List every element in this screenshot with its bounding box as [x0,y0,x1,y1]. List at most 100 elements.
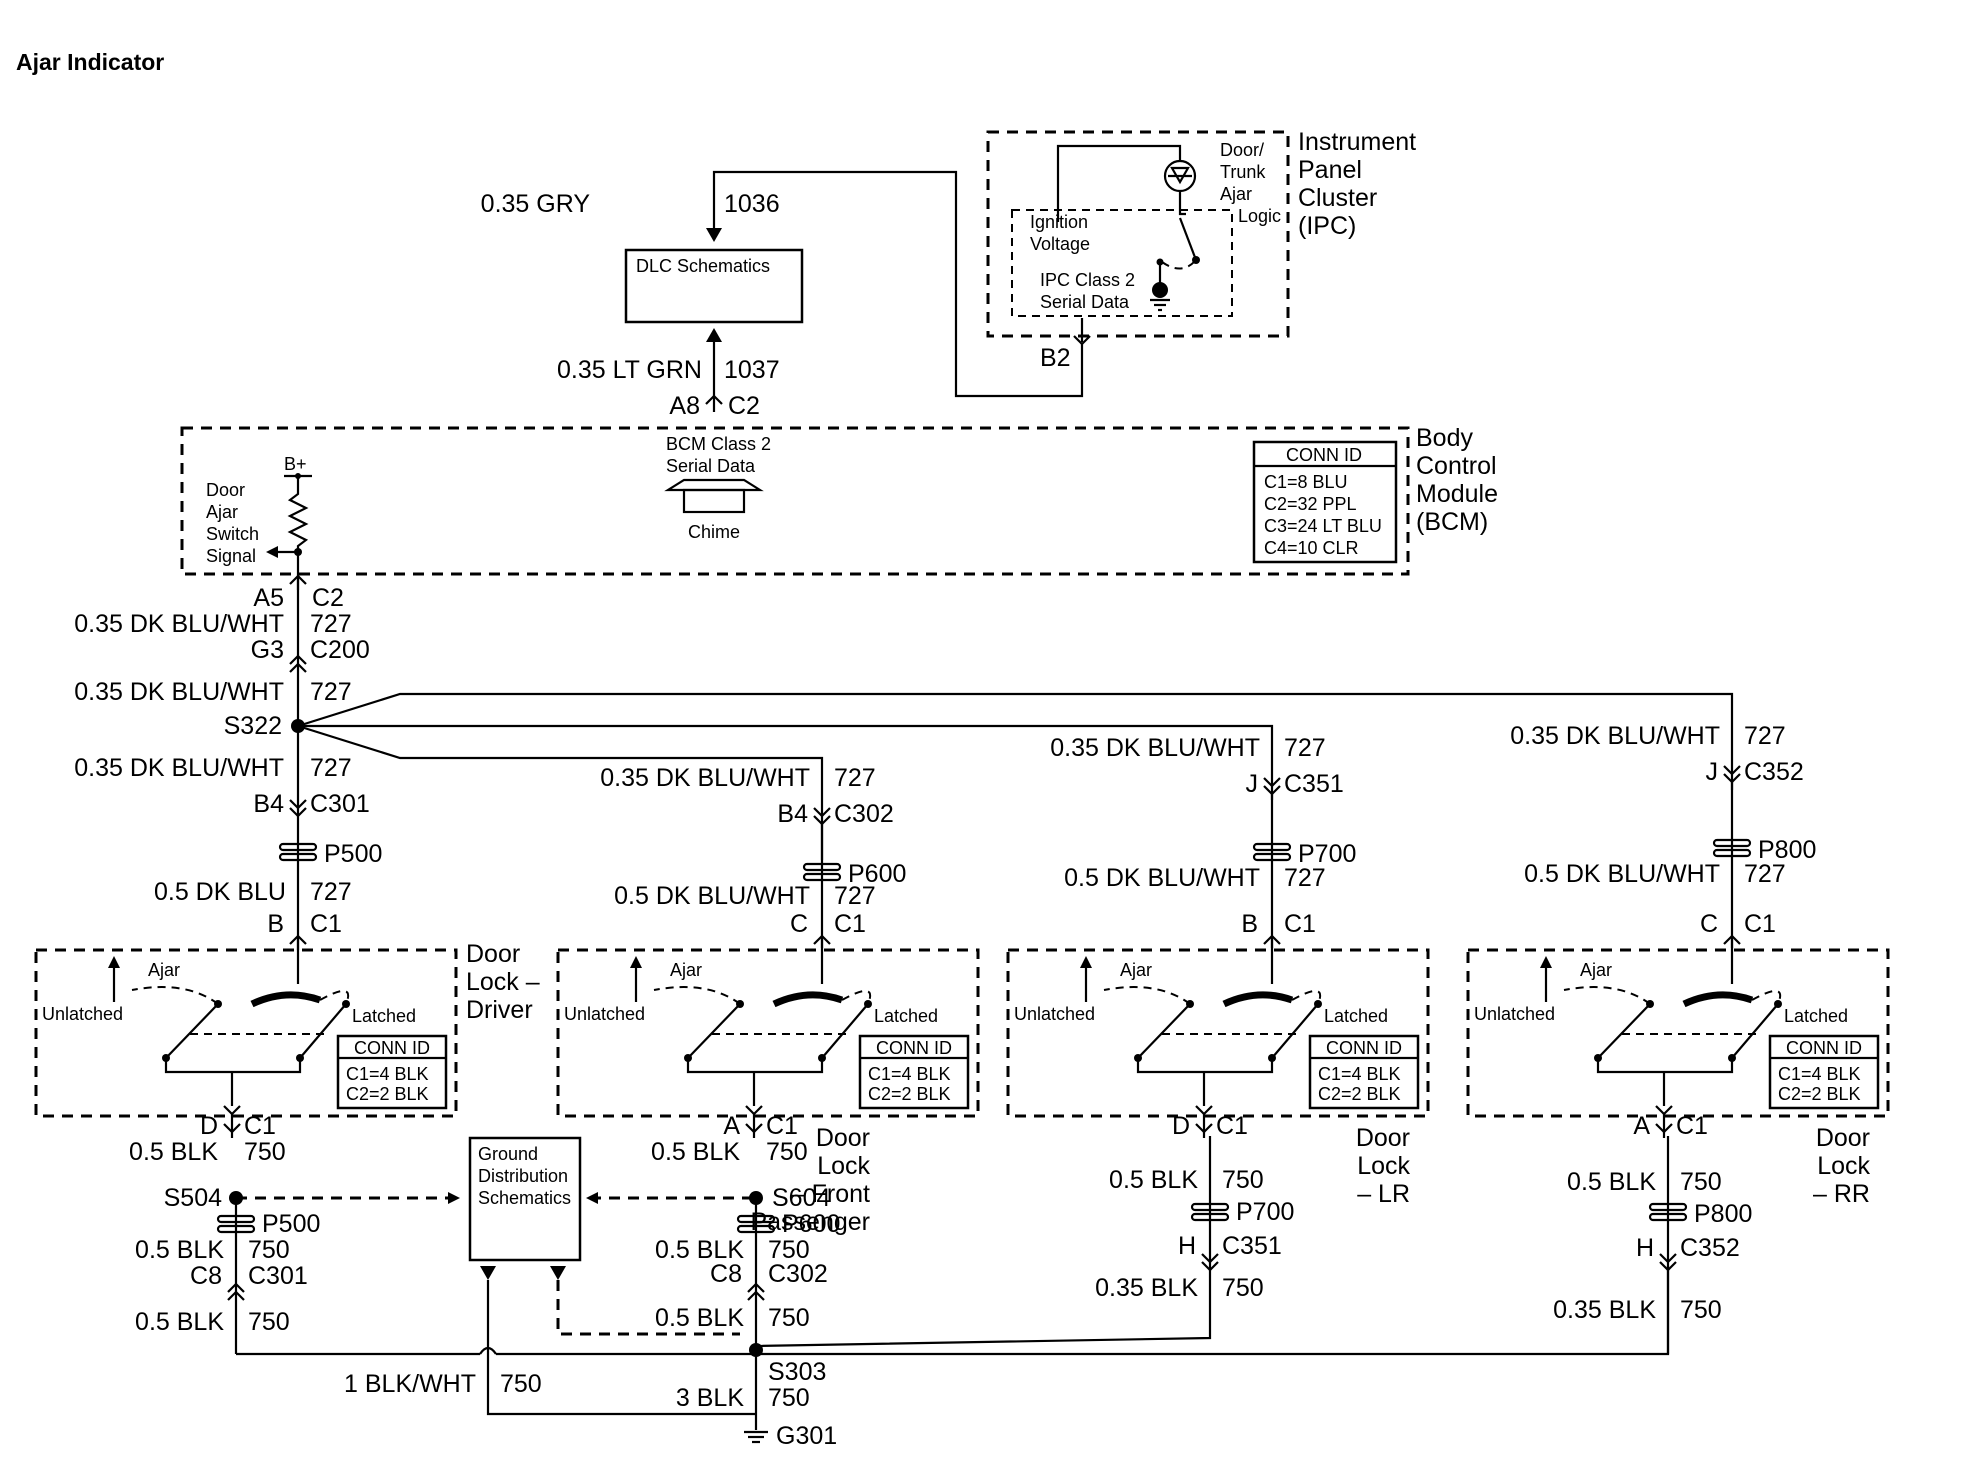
pin-in: B [267,910,284,938]
door-conn-id-row: C1=4 BLK [868,1064,951,1084]
connector-c352-icon [1659,1253,1677,1272]
conn-out: C1 [766,1112,798,1140]
svg-text:Ajar: Ajar [1220,184,1252,204]
door-conn-id-table [858,1034,970,1110]
door-conn-id-title: CONN ID [1786,1038,1862,1058]
door-lock-module-name: Driver [466,996,533,1024]
passthrough-icon [1712,848,1752,858]
svg-text:BCM Class 2: BCM Class 2 [666,434,771,454]
circuit-label: 750 [248,1308,290,1336]
door-ajar-pullup-resistor [287,476,309,590]
arrow-up-icon [1540,956,1552,968]
bcm-pin-a8: A8 [669,392,700,420]
ground-distribution-label: Ground Distribution Schematics [478,1144,571,1208]
pin-out: A [1633,1112,1650,1140]
connector-c200-icon [289,654,307,673]
conn-c200: C200 [310,636,370,664]
chime-label: Chime [688,522,740,542]
circuit-label: 750 [1222,1274,1264,1302]
pin-c8: C8 [190,1262,222,1290]
splice-s303-label: S303 [768,1358,826,1386]
circuit-label: 750 [248,1236,290,1264]
svg-text:(IPC): (IPC) [1298,212,1356,240]
svg-text:(BCM): (BCM) [1416,508,1488,536]
connector-c302-icon [747,1282,765,1301]
g301-label: G301 [776,1422,837,1450]
door-switch-lever [1597,1003,1651,1059]
latch-contact [1222,991,1294,1008]
svg-text:Instrument: Instrument [1298,128,1416,156]
wire-727-gauge: 0.35 DK BLU/WHT [1510,722,1720,750]
latch-contact [772,991,844,1008]
circuit-label: 750 [1222,1166,1264,1194]
wire-727-circuit: 727 [1284,734,1326,762]
latched-label: Latched [1324,1006,1388,1026]
blkwht-gauge: 1 BLK/WHT [344,1370,476,1398]
circuit-label: 750 [1680,1168,1722,1196]
bcm-conn-id-table [1252,440,1398,564]
arrow-down-icon [550,1266,566,1280]
svg-text:Serial Data: Serial Data [1040,292,1130,312]
door-conn-id-row: C1=4 BLK [1318,1064,1401,1084]
pin-g3: G3 [251,636,284,664]
bcm-conn-id-row: C4=10 CLR [1264,538,1359,558]
svg-text:Signal: Signal [206,546,256,566]
conn-top: C302 [834,800,894,828]
arrow-up-icon [706,328,722,342]
door-switch-lever [821,1003,869,1059]
chime-icon [664,478,764,514]
wire-1-blkwht [486,1280,756,1416]
pin-out: D [1172,1112,1190,1140]
gauge-label: 0.5 BLK [1109,1166,1198,1194]
door-switch-lever [1137,1003,1191,1059]
door-conn-id-row: C1=4 BLK [1778,1064,1861,1084]
door-ajar-switch-label: Door Ajar Switch Signal [206,480,259,566]
door-lock-module-name: Lock [1357,1152,1410,1180]
wire-727-gauge: 0.35 DK BLU/WHT [1050,734,1260,762]
ipc-inner-boundary [1011,209,1233,317]
wire-727-gauge: 0.5 DK BLU/WHT [1064,864,1260,892]
latched-label: Latched [352,1006,416,1026]
passthrough-icon [802,862,842,872]
door-conn-id-title: CONN ID [354,1038,430,1058]
pin-top: J [1706,758,1719,786]
p500-label: P500 [262,1210,320,1238]
passthrough-label: P600 [848,860,906,888]
connector-c301-icon [289,799,307,818]
gauge-label: 0.5 BLK [655,1236,744,1264]
svg-text:Logic: Logic [1238,206,1281,226]
passthrough-icon [802,872,842,882]
wire-727-circuit: 727 [310,878,352,906]
conn-c351-label: C351 [1222,1232,1282,1260]
svg-text:Switch: Switch [206,524,259,544]
ground-g301-icon [744,1430,768,1444]
wire-1037-gauge: 0.35 LT GRN [557,356,702,384]
svg-text:Panel: Panel [1298,156,1362,184]
ajar-label: Ajar [148,960,180,980]
gauge-label: 0.5 BLK [135,1308,224,1336]
door-lock-module-name: Lock [817,1152,870,1180]
passthrough-label: P800 [1758,836,1816,864]
ipc-boundary [986,130,1290,338]
conn-in: C1 [1284,910,1316,938]
ipc-lamp-wire [1178,191,1186,216]
door-switch-lever [299,1003,347,1059]
ground-distribution-box[interactable] [468,1136,582,1262]
door-lock-module-name: – LR [1357,1180,1410,1208]
pin-b4: B4 [253,790,284,818]
wire-1036-circuit: 1036 [724,190,780,218]
pin-h: H [1178,1232,1196,1260]
conn-top: C352 [1744,758,1804,786]
conn-out: C1 [1216,1112,1248,1140]
gauge-label: 0.35 BLK [1095,1274,1198,1302]
conn-out: C1 [1676,1112,1708,1140]
dlc-schematics-box[interactable] [624,248,804,324]
passthrough-icon [1712,838,1752,848]
door-switch-lever [1731,1003,1779,1059]
circuit-label: 750 [766,1138,808,1166]
wire-727-gauge: 0.5 DK BLU/WHT [614,882,810,910]
unlatched-label: Unlatched [42,1004,123,1024]
svg-text:Voltage: Voltage [1030,234,1090,254]
wire-727-gauge: 0.35 DK BLU/WHT [600,764,810,792]
svg-text:Serial Data: Serial Data [666,456,756,476]
